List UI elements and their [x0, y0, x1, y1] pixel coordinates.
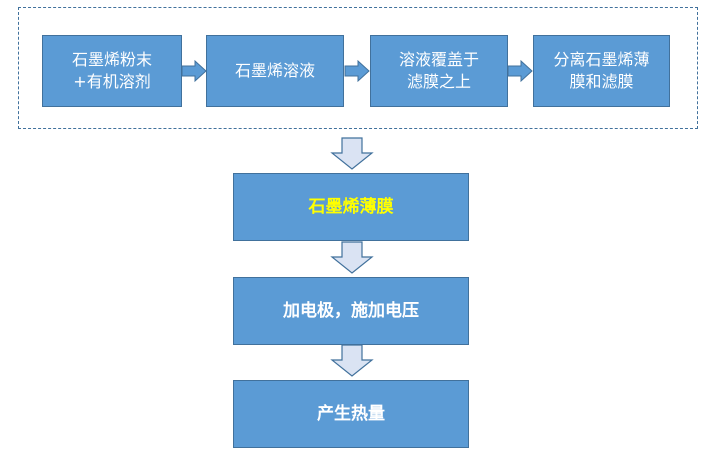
right-arrow-icon [181, 59, 207, 83]
step-label: 石墨烯薄膜 [308, 197, 394, 217]
step-label: 分离石墨烯薄 膜和滤膜 [553, 50, 650, 91]
step-label: 石墨烯粉末 +有机溶剂 [71, 50, 152, 91]
step-label: 产生热量 [317, 404, 385, 424]
result-generate-heat: 产生热量 [233, 380, 469, 448]
result-graphene-film: 石墨烯薄膜 [233, 173, 469, 241]
step-label: 加电极，施加电压 [283, 301, 419, 321]
down-arrow-icon [330, 344, 374, 377]
step-solution-on-filter: 溶液覆盖于 滤膜之上 [370, 35, 508, 107]
right-arrow-icon [507, 59, 533, 83]
step-graphene-solution: 石墨烯溶液 [206, 35, 344, 107]
step-separate-film-filter: 分离石墨烯薄 膜和滤膜 [533, 35, 670, 107]
down-arrow-icon [330, 137, 374, 170]
step-add-electrode-voltage: 加电极，施加电压 [233, 277, 469, 345]
down-arrow-icon [330, 241, 374, 274]
step-graphene-powder-solvent: 石墨烯粉末 +有机溶剂 [42, 35, 182, 107]
step-label: 溶液覆盖于 滤膜之上 [398, 50, 479, 91]
process-group-frame [18, 7, 698, 129]
step-label: 石墨烯溶液 [234, 61, 315, 80]
right-arrow-icon [344, 59, 370, 83]
